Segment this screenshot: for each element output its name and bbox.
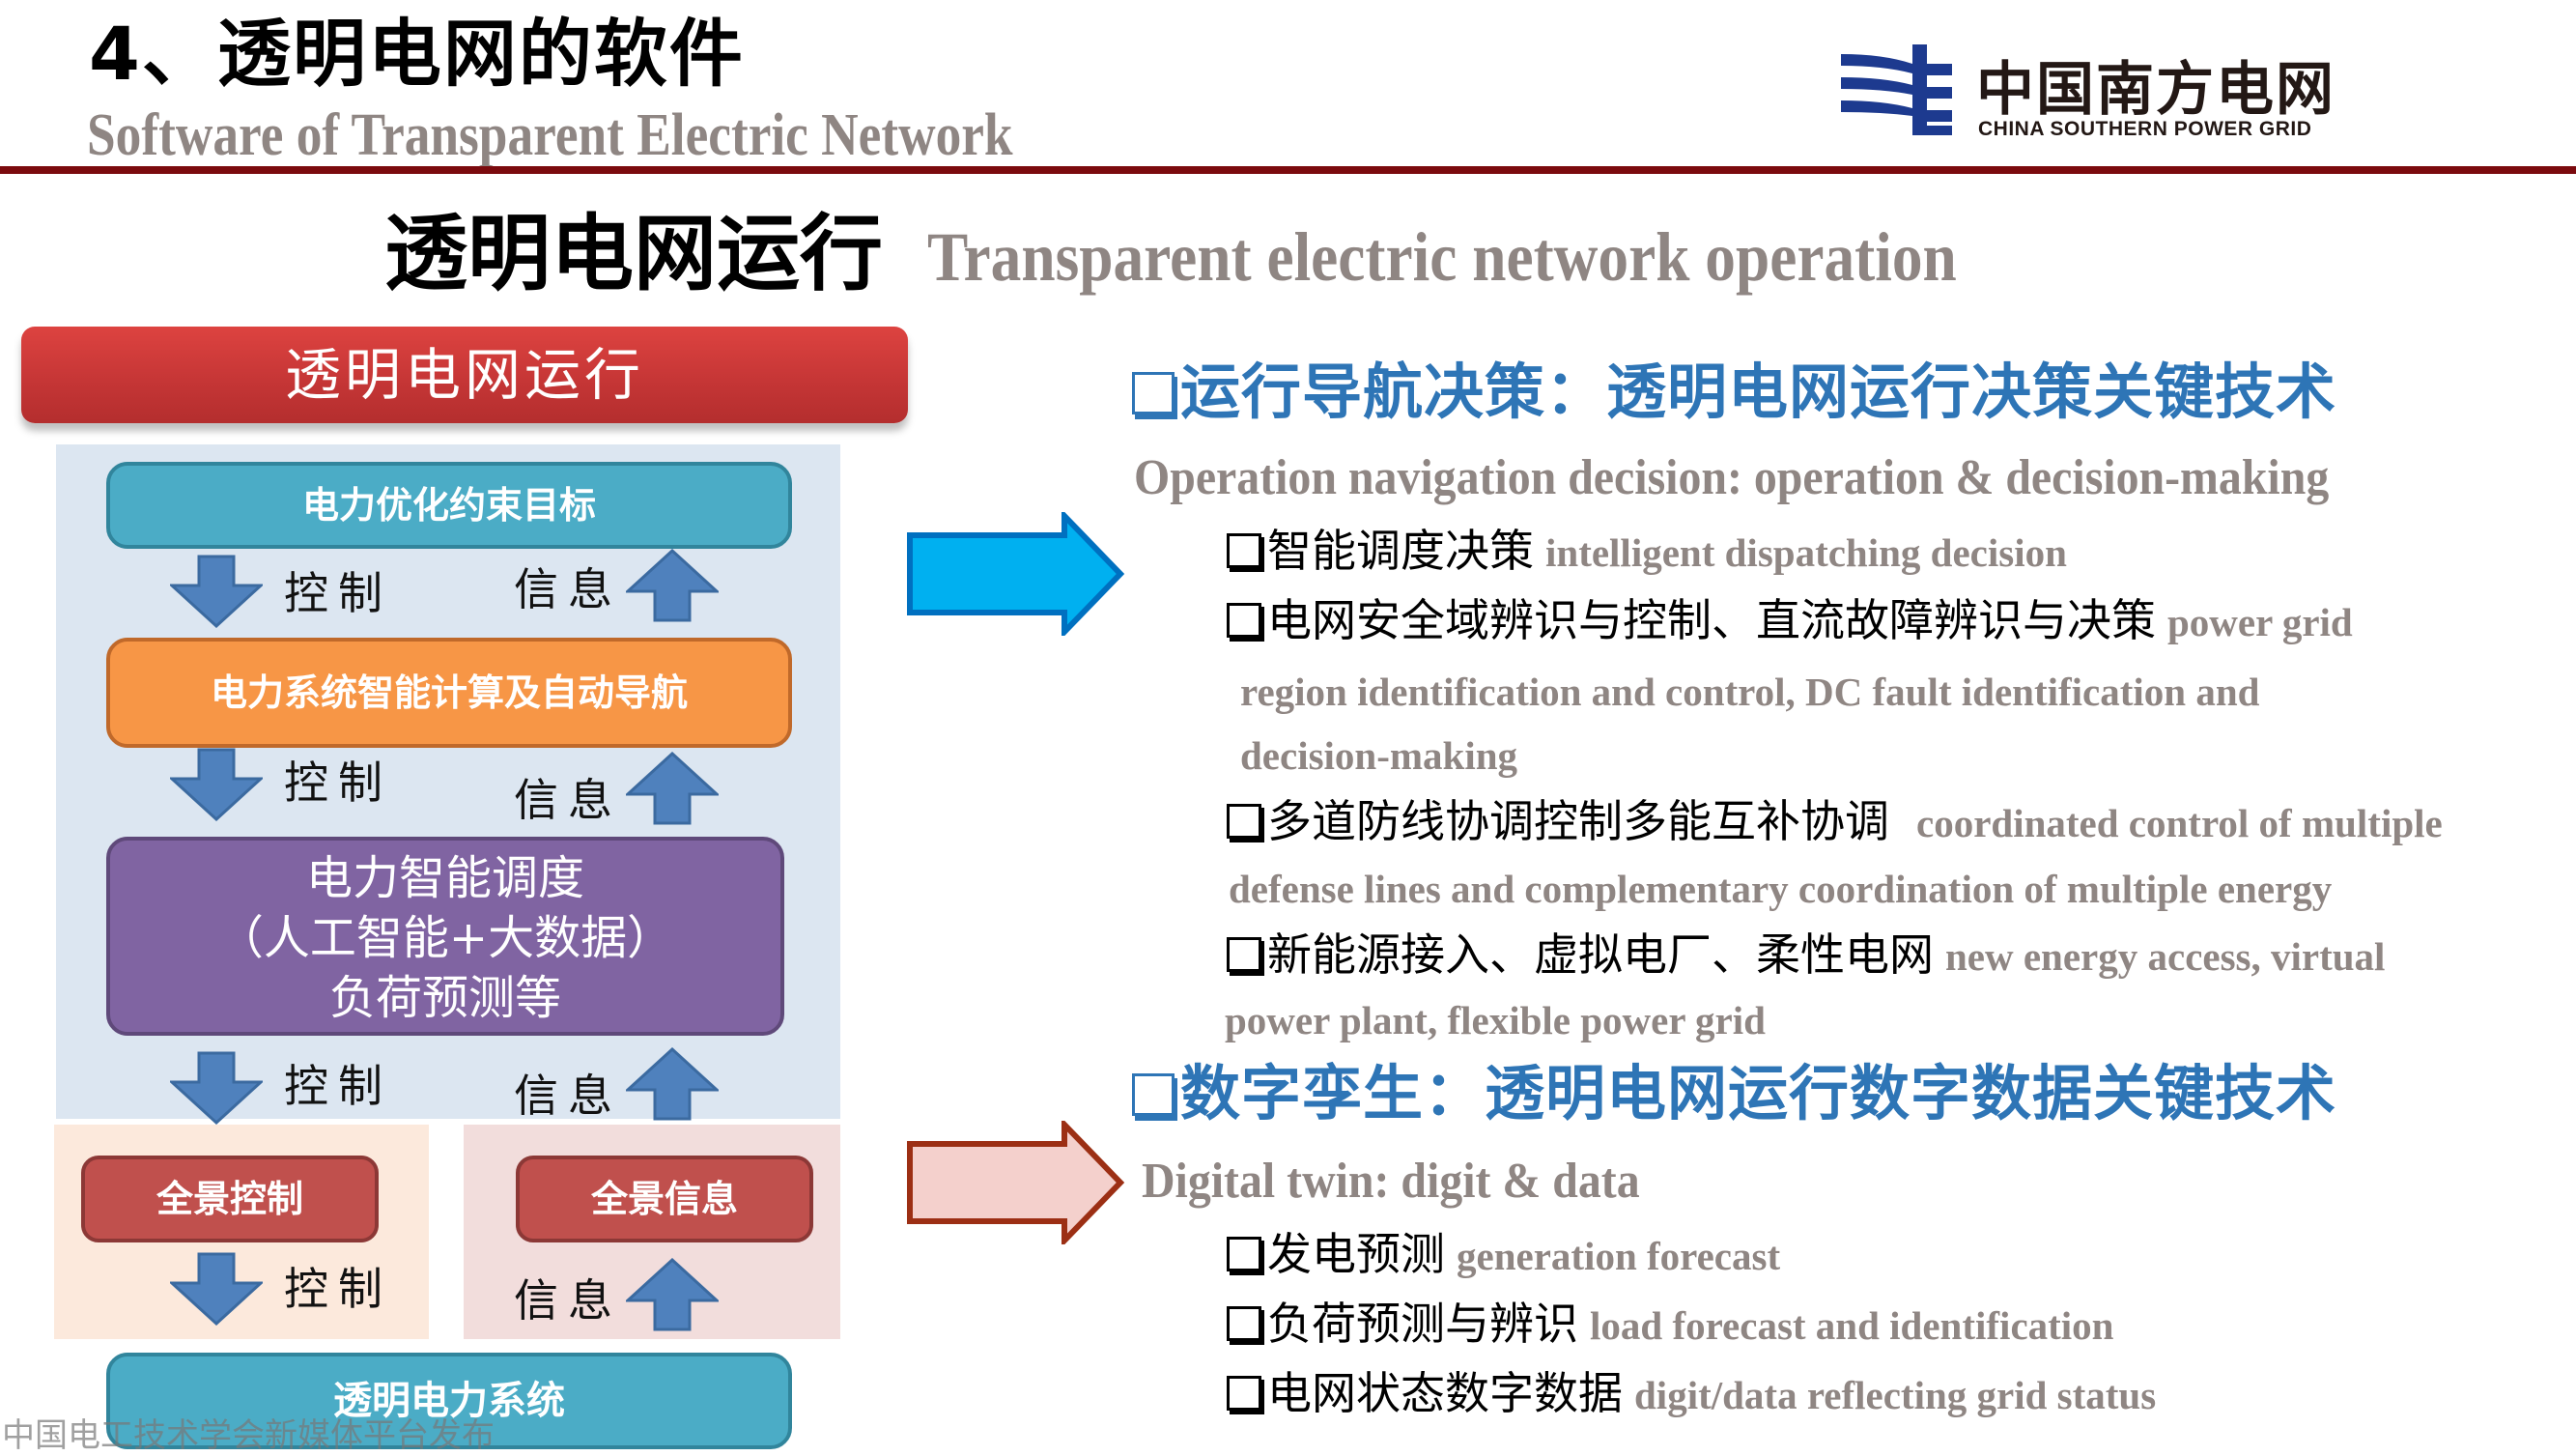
- item-cn: 发电预测: [1267, 1228, 1445, 1280]
- checkbox-bullet-icon: [1132, 372, 1175, 414]
- list-item: 发电预测 generation forecast: [1227, 1225, 1780, 1285]
- arrow-up-icon: [626, 752, 719, 825]
- section2-heading-text: 数字孪生：透明电网运行数字数据关键技术: [1180, 1058, 2337, 1128]
- checkbox-bullet-icon: [1227, 937, 1261, 972]
- arrow-up-icon: [626, 1047, 719, 1121]
- checkbox-bullet-icon: [1227, 603, 1261, 638]
- section2-heading-en: Digital twin: digit & data: [1142, 1154, 1640, 1209]
- label-control: 控制: [284, 567, 392, 619]
- arrow-down-icon: [170, 555, 263, 628]
- list-item: 负荷预测与辨识 load forecast and identification: [1227, 1295, 2114, 1355]
- checkbox-bullet-icon: [1227, 804, 1261, 839]
- box-panorama-control: 全景控制: [81, 1156, 379, 1242]
- item-en-continued: decision-making: [1240, 733, 1518, 778]
- item-cn: 电网安全域辨识与控制、直流故障辨识与决策: [1267, 594, 2156, 646]
- checkbox-bullet-icon: [1227, 1376, 1261, 1411]
- csg-logo-icon: [1841, 44, 1952, 135]
- checkbox-bullet-icon: [1227, 533, 1261, 568]
- checkbox-bullet-icon: [1132, 1073, 1175, 1116]
- watermark: 中国电工技术学会新媒体平台发布: [2, 1416, 495, 1455]
- box-intelligent-computation: 电力系统智能计算及自动导航: [106, 638, 792, 748]
- section1-heading-en: Operation navigation decision: operation…: [1134, 450, 2330, 505]
- section1-heading-text: 运行导航决策：透明电网运行决策关键技术: [1180, 357, 2337, 427]
- diagram-banner: 透明电网运行: [21, 327, 908, 423]
- item-en-continued: defense lines and complementary coordina…: [1229, 867, 2333, 911]
- section-title-en: Transparent electric network operation: [927, 218, 1957, 296]
- arrow-up-icon: [626, 1258, 719, 1331]
- slide-subtitle: Software of Transparent Electric Network: [87, 102, 1013, 168]
- arrow-right-blue-icon: [907, 512, 1125, 636]
- item-cn: 多道防线协调控制多能互补协调: [1267, 795, 1889, 847]
- logo-name-cn: 中国南方电网: [1976, 56, 2335, 124]
- item-en: load forecast and identification: [1590, 1303, 2114, 1348]
- label-control: 控制: [284, 1060, 392, 1112]
- arrow-down-icon: [170, 1252, 263, 1326]
- logo-name-en: CHINA SOUTHERN POWER GRID: [1978, 118, 2312, 140]
- item-en: digit/data reflecting grid status: [1634, 1373, 2157, 1417]
- box-panorama-info: 全景信息: [516, 1156, 813, 1242]
- item-en: intelligent dispatching decision: [1545, 530, 2067, 575]
- section-title-cn: 透明电网运行: [384, 206, 883, 302]
- checkbox-bullet-icon: [1227, 1306, 1261, 1341]
- dispatch-line-2: （人工智能+大数据）: [216, 911, 674, 965]
- label-control: 控制: [284, 757, 392, 809]
- box-optimization-target: 电力优化约束目标: [106, 462, 792, 549]
- arrow-up-icon: [626, 549, 719, 622]
- item-en: power grid: [2167, 600, 2353, 644]
- label-info: 信息: [514, 1274, 622, 1327]
- label-info: 信息: [514, 774, 622, 826]
- label-info: 信息: [514, 563, 622, 615]
- item-cn: 负荷预测与辨识: [1267, 1298, 1578, 1350]
- item-en: new energy access, virtual: [1945, 934, 2386, 979]
- box-transparent-system: 透明电力系统: [106, 1353, 792, 1449]
- slide-title: 4、透明电网的软件: [89, 11, 745, 97]
- checkbox-bullet-icon: [1227, 1237, 1261, 1271]
- item-en: generation forecast: [1457, 1234, 1781, 1278]
- item-en: coordinated control of multiple: [1916, 801, 2443, 845]
- arrow-down-icon: [170, 1051, 263, 1125]
- list-item: 多道防线协调控制多能互补协调 coordinated control of mul…: [1227, 792, 2443, 852]
- section2-heading: 数字孪生：透明电网运行数字数据关键技术: [1132, 1055, 2336, 1132]
- header-divider: [0, 166, 2576, 174]
- item-cn: 新能源接入、虚拟电厂、柔性电网: [1267, 928, 1934, 981]
- box-intelligent-dispatch: 电力智能调度 （人工智能+大数据） 负荷预测等: [106, 837, 784, 1036]
- section1-heading: 运行导航决策：透明电网运行决策关键技术: [1132, 354, 2336, 431]
- dispatch-line-3: 负荷预测等: [328, 971, 561, 1025]
- item-cn: 电网状态数字数据: [1267, 1367, 1623, 1419]
- item-en-continued: region identification and control, DC fa…: [1240, 670, 2260, 714]
- item-cn: 智能调度决策: [1267, 525, 1534, 577]
- item-en-continued: power plant, flexible power grid: [1225, 998, 1766, 1042]
- dispatch-line-1: 电力智能调度: [305, 851, 584, 905]
- arrow-down-icon: [170, 748, 263, 821]
- arrow-right-red-icon: [907, 1121, 1125, 1244]
- label-info: 信息: [514, 1070, 622, 1122]
- label-control: 控制: [284, 1263, 392, 1315]
